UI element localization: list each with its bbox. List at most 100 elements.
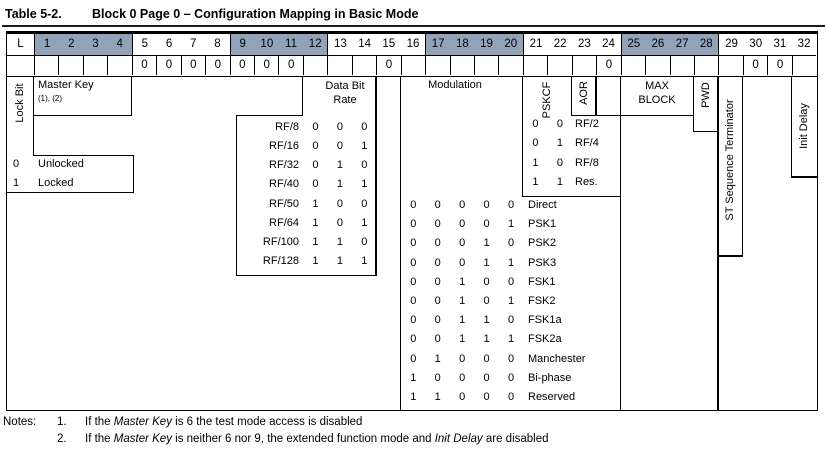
- modulation-bit: 0: [434, 199, 441, 211]
- data-rate-row-label: RF/32: [269, 159, 299, 172]
- modulation-row-label: FSK2: [528, 295, 556, 307]
- bit-number: 29: [725, 38, 738, 51]
- modulation-bit: 0: [410, 314, 417, 327]
- grid-line: [6, 409, 818, 411]
- bit-number: 11: [285, 38, 297, 51]
- modulation-bit: 1: [507, 256, 515, 269]
- bit-value-cell: 0: [253, 54, 279, 76]
- max-block-label-line2: BLOCK: [638, 94, 676, 106]
- grid-line: [570, 115, 622, 117]
- modulation-bit: 0: [459, 256, 466, 269]
- modulation-bit: 0: [507, 275, 515, 288]
- modulation-bit: 1: [410, 371, 417, 384]
- note-text-part: Master Key: [113, 416, 172, 428]
- note-text: If the Master Key is 6 the test mode acc…: [85, 416, 362, 428]
- modulation-bit: 0: [507, 237, 515, 250]
- modulation-bit: 0: [459, 371, 466, 384]
- bit-value-cell: [473, 54, 499, 76]
- note-text-part: If the: [85, 433, 114, 445]
- modulation-bit: 1: [483, 333, 490, 346]
- note-text-part: are disabled: [482, 433, 549, 445]
- modulation-bit: 0: [483, 218, 490, 231]
- grid-line: [33, 77, 35, 156]
- modulation-bit: 0: [434, 237, 441, 250]
- grid-line: [692, 131, 719, 133]
- grid-line: [816, 77, 818, 411]
- bit-number: 23: [577, 38, 591, 51]
- modulation-bit: 1: [459, 333, 466, 346]
- data-rate-bit: 0: [336, 216, 343, 229]
- title-rule: [2, 25, 825, 27]
- pskcf-bit: 0: [556, 156, 563, 169]
- data-rate-bit: 1: [336, 255, 343, 268]
- grid-line: [375, 77, 377, 276]
- modulation-bit: 0: [434, 333, 441, 346]
- data-rate-row-label: RF/50: [269, 197, 299, 210]
- st-sequence-terminator-label: ST Sequence Terminator: [724, 99, 736, 221]
- data-rate-bit: 1: [361, 216, 368, 229]
- grid-line: [236, 274, 377, 276]
- bit-number: 17: [431, 38, 445, 51]
- note-text-part: Master Key: [113, 433, 172, 445]
- data-rate-bit: 1: [361, 140, 368, 153]
- grid-line: [301, 77, 304, 117]
- modulation-bit: 0: [483, 391, 490, 403]
- grid-line: [236, 115, 304, 117]
- grid-line: [399, 77, 402, 411]
- modulation-bit: 0: [410, 256, 417, 269]
- modulation-bit: 0: [410, 218, 417, 231]
- bit-value-cell: 0: [205, 54, 230, 76]
- data-rate-bit: 0: [336, 140, 343, 153]
- modulation-bit: 0: [434, 256, 441, 269]
- data-rate-bit: 0: [361, 197, 368, 210]
- bit-value-cell: [34, 54, 59, 76]
- note-text-part: is neither 6 nor 9, the extended functio…: [171, 433, 435, 445]
- data-rate-bit: 0: [312, 159, 319, 172]
- data-rate-row-label: RF/8: [275, 121, 299, 133]
- bit-number: 31: [773, 38, 787, 51]
- modulation-bit: 0: [459, 218, 466, 231]
- bit-value-cell: 0: [180, 54, 206, 76]
- bit-value-cell: [571, 54, 597, 76]
- bit-value-cell: [302, 54, 328, 76]
- modulation-bit: 1: [483, 237, 490, 250]
- bit-number: 21: [529, 38, 543, 51]
- modulation-bit: 0: [507, 314, 515, 327]
- bit-number: 6: [165, 38, 173, 51]
- grid-line: [790, 176, 818, 178]
- modulation-bit: 0: [410, 295, 417, 307]
- bit-value-cell: [498, 54, 523, 76]
- bit-value-cell: [645, 54, 670, 76]
- note-number: 1.: [57, 416, 67, 428]
- modulation-bit: 1: [459, 295, 466, 307]
- modulation-row-label: Bi-phase: [528, 371, 572, 384]
- pskcf-bit: 1: [532, 175, 539, 188]
- bit-value-cell: [327, 54, 352, 76]
- modulation-bit: 1: [483, 314, 490, 327]
- lock-bit-value: 0: [12, 157, 20, 170]
- data-rate-bit: 0: [361, 121, 368, 133]
- grid-line: [717, 77, 719, 411]
- bit-value-cell: [449, 54, 474, 76]
- data-bit-rate-label-line1: Data Bit: [325, 80, 365, 92]
- modulation-bit: 0: [410, 199, 417, 211]
- bit-number: 26: [651, 38, 665, 51]
- bit-number: 30: [749, 38, 763, 51]
- note-number: 2.: [57, 433, 67, 445]
- modulation-bit: 0: [434, 275, 441, 288]
- pskcf-row-label: Res.: [575, 175, 598, 188]
- bit-value-cell: 0: [131, 54, 157, 76]
- modulation-bit: 0: [459, 199, 466, 211]
- pskcf-bit: 0: [556, 118, 563, 130]
- bit-value-cell: [791, 54, 817, 76]
- data-rate-bit: 0: [336, 121, 343, 133]
- data-rate-bit: 0: [312, 140, 319, 153]
- pwd-label: PWD: [700, 82, 712, 108]
- modulation-bit: 0: [459, 352, 466, 365]
- notes-label: Notes:: [3, 416, 37, 428]
- pskcf-bit: 1: [556, 137, 563, 150]
